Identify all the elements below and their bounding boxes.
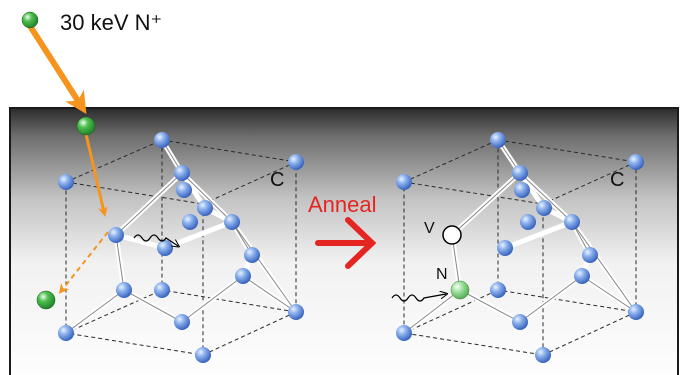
- right-carbon-atoms: [396, 132, 644, 363]
- carbon-atom: [582, 247, 598, 263]
- nitrogen-ion-surface: [76, 116, 96, 136]
- carbon-atom: [195, 347, 211, 363]
- carbon-atom: [520, 214, 536, 230]
- left-carbon-atoms: [58, 132, 304, 363]
- carbon-atom: [58, 325, 74, 341]
- right-bond-outlines: [403, 139, 637, 334]
- carbon-atom: [174, 165, 190, 181]
- carbon-label-left: C: [270, 169, 284, 191]
- carbon-atom: [512, 314, 528, 330]
- nitrogen-ion-stopped: [36, 290, 56, 310]
- carbon-atom: [182, 214, 198, 230]
- green-sphere-icon: [21, 11, 39, 29]
- empty-circle-icon: [442, 225, 462, 245]
- carbon-label-right: C: [610, 169, 624, 191]
- carbon-atom: [154, 132, 170, 148]
- vacancy-label: V: [424, 220, 435, 237]
- carbon-atom: [497, 240, 513, 256]
- carbon-atom: [288, 154, 304, 170]
- carbon-atom: [490, 132, 506, 148]
- carbon-atom: [512, 165, 528, 181]
- ion-label: 30 keV N⁺: [60, 10, 162, 35]
- carbon-atom: [535, 347, 551, 363]
- left-diamond-lattice: C: [58, 132, 304, 363]
- ion-trajectory: [27, 24, 109, 294]
- carbon-atom: [564, 214, 580, 230]
- carbon-atom: [116, 282, 132, 298]
- carbon-atom: [628, 154, 644, 170]
- carbon-atom: [174, 314, 190, 330]
- anneal-label: Anneal: [308, 192, 377, 217]
- carbon-atom: [244, 247, 260, 263]
- carbon-atom: [396, 174, 412, 190]
- carbon-atom: [154, 282, 170, 298]
- carbon-atom: [197, 200, 213, 216]
- carbon-atom: [176, 182, 192, 198]
- carbon-atom: [514, 182, 530, 198]
- left-bond-outlines: [65, 139, 297, 334]
- nitrogen-label: N: [436, 266, 448, 283]
- carbon-atom: [396, 325, 412, 341]
- carbon-atom: [58, 174, 74, 190]
- right-diamond-lattice: V N C: [391, 132, 644, 363]
- wavy-arrow-icon: [133, 234, 178, 246]
- carbon-atom: [288, 304, 304, 320]
- red-arrow-icon: [315, 217, 377, 269]
- carbon-atom: [157, 240, 173, 256]
- carbon-atom: [490, 282, 506, 298]
- carbon-atom: [536, 200, 552, 216]
- carbon-atom: [628, 304, 644, 320]
- nitrogen-atom-substitutional: [450, 280, 470, 300]
- carbon-atom: [574, 268, 590, 284]
- anneal-step: Anneal: [308, 192, 377, 269]
- carbon-atom: [108, 227, 124, 243]
- carbon-atom: [235, 268, 251, 284]
- carbon-atom: [224, 214, 240, 230]
- wavy-arrow-icon: [391, 294, 446, 302]
